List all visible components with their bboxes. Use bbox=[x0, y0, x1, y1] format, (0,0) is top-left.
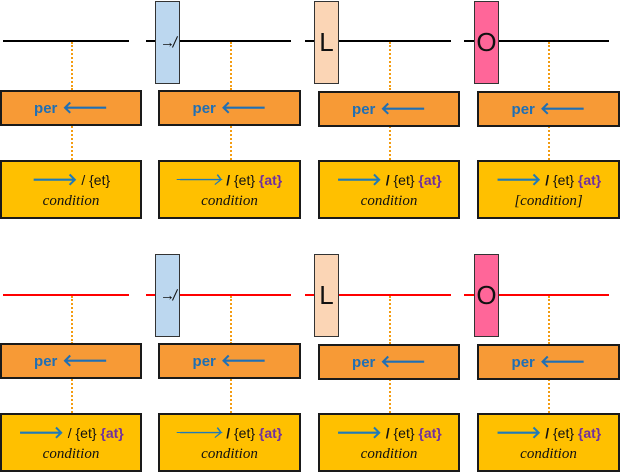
right-arrow-icon: 🡒 bbox=[31, 169, 78, 189]
left-arrow-icon: 🡐 bbox=[380, 352, 426, 371]
top-tier-line-3 bbox=[305, 40, 451, 42]
condition-label: [condition] bbox=[514, 192, 583, 209]
blocked-right-arrow-icon: 🡒 bbox=[176, 169, 223, 189]
per-box: per🡐 bbox=[318, 91, 460, 127]
connector bbox=[230, 126, 232, 160]
right-arrow-icon: 🡒 bbox=[495, 422, 542, 442]
connector bbox=[230, 42, 232, 90]
connector bbox=[389, 296, 391, 344]
connector bbox=[230, 379, 232, 413]
result-box: 🡒 / {et} {at} condition bbox=[477, 413, 620, 472]
connector bbox=[389, 42, 391, 90]
bottom-L-tag: L bbox=[314, 254, 339, 337]
right-arrow-icon: 🡒 bbox=[336, 422, 382, 442]
condition-label: condition bbox=[360, 192, 418, 209]
top-O-tag: O bbox=[474, 1, 499, 84]
per-label: per bbox=[352, 100, 376, 118]
blocked-arrow-icon: ↛ bbox=[160, 287, 175, 304]
blocked-arrow-icon: ↛ bbox=[160, 34, 175, 51]
top-L-tag: L bbox=[314, 1, 339, 84]
left-arrow-icon: 🡐 bbox=[62, 98, 108, 117]
condition-label: condition bbox=[201, 192, 258, 209]
L-label: L bbox=[319, 280, 334, 310]
connector bbox=[389, 379, 391, 413]
per-label: per bbox=[352, 353, 376, 371]
result-box: 🡒 / {et} {at} condition bbox=[0, 413, 142, 472]
condition-label: condition bbox=[201, 445, 258, 462]
blocked-right-arrow-icon: 🡒 bbox=[176, 422, 223, 442]
connector bbox=[548, 126, 550, 160]
top-tier-line-1 bbox=[3, 40, 129, 42]
top-tier-line-2 bbox=[146, 40, 291, 42]
condition-label: condition bbox=[42, 192, 100, 209]
bottom-tier-line-3 bbox=[305, 294, 451, 296]
per-label: per bbox=[511, 353, 535, 371]
per-label: per bbox=[34, 99, 58, 117]
bottom-tier-line-4 bbox=[464, 294, 609, 296]
condition-label: condition bbox=[520, 445, 577, 462]
result-box: 🡒 / {et} {at} condition bbox=[158, 160, 301, 219]
result-box: 🡒 / {et} {at} condition bbox=[158, 413, 301, 472]
result-box: 🡒 / {et} {at} [condition] bbox=[477, 160, 620, 219]
condition-label: condition bbox=[42, 445, 100, 462]
per-box: per🡐 bbox=[158, 343, 301, 379]
per-box: per🡐 bbox=[477, 91, 620, 127]
per-label: per bbox=[192, 99, 216, 117]
connector bbox=[71, 42, 73, 90]
per-box: per🡐 bbox=[0, 90, 142, 126]
right-arrow-icon: 🡒 bbox=[495, 169, 542, 189]
connector bbox=[71, 296, 73, 344]
bottom-tier-line-1 bbox=[3, 294, 129, 296]
bottom-blocked-tag: ↛ bbox=[155, 254, 180, 337]
left-arrow-icon: 🡐 bbox=[62, 351, 108, 370]
result-box: 🡒 / {et} {at} condition bbox=[318, 413, 460, 472]
left-arrow-icon: 🡐 bbox=[539, 99, 586, 118]
connector bbox=[71, 126, 73, 160]
per-label: per bbox=[511, 100, 535, 118]
top-tier-line-4 bbox=[464, 40, 609, 42]
left-arrow-icon: 🡐 bbox=[380, 99, 426, 118]
per-box: per🡐 bbox=[158, 90, 301, 126]
right-arrow-icon: 🡒 bbox=[18, 422, 64, 442]
connector bbox=[548, 42, 550, 90]
condition-label: condition bbox=[360, 445, 418, 462]
top-blocked-tag: ↛ bbox=[155, 1, 180, 84]
per-label: per bbox=[34, 352, 58, 370]
per-box: per🡐 bbox=[0, 343, 142, 379]
bottom-O-tag: O bbox=[474, 254, 499, 337]
left-arrow-icon: 🡐 bbox=[220, 98, 267, 117]
connector bbox=[548, 379, 550, 413]
O-label: O bbox=[476, 27, 497, 57]
per-box: per🡐 bbox=[477, 344, 620, 380]
L-label: L bbox=[319, 27, 334, 57]
O-label: O bbox=[476, 280, 497, 310]
bottom-tier-line-2 bbox=[146, 294, 291, 296]
result-box: 🡒 / {et} condition bbox=[0, 160, 142, 219]
connector bbox=[548, 296, 550, 344]
left-arrow-icon: 🡐 bbox=[539, 352, 586, 371]
right-arrow-icon: 🡒 bbox=[336, 169, 382, 189]
per-label: per bbox=[192, 352, 216, 370]
connector bbox=[71, 379, 73, 413]
per-box: per🡐 bbox=[318, 344, 460, 380]
left-arrow-icon: 🡐 bbox=[220, 351, 267, 370]
connector bbox=[389, 126, 391, 160]
connector bbox=[230, 296, 232, 344]
result-box: 🡒 / {et} {at} condition bbox=[318, 160, 460, 219]
